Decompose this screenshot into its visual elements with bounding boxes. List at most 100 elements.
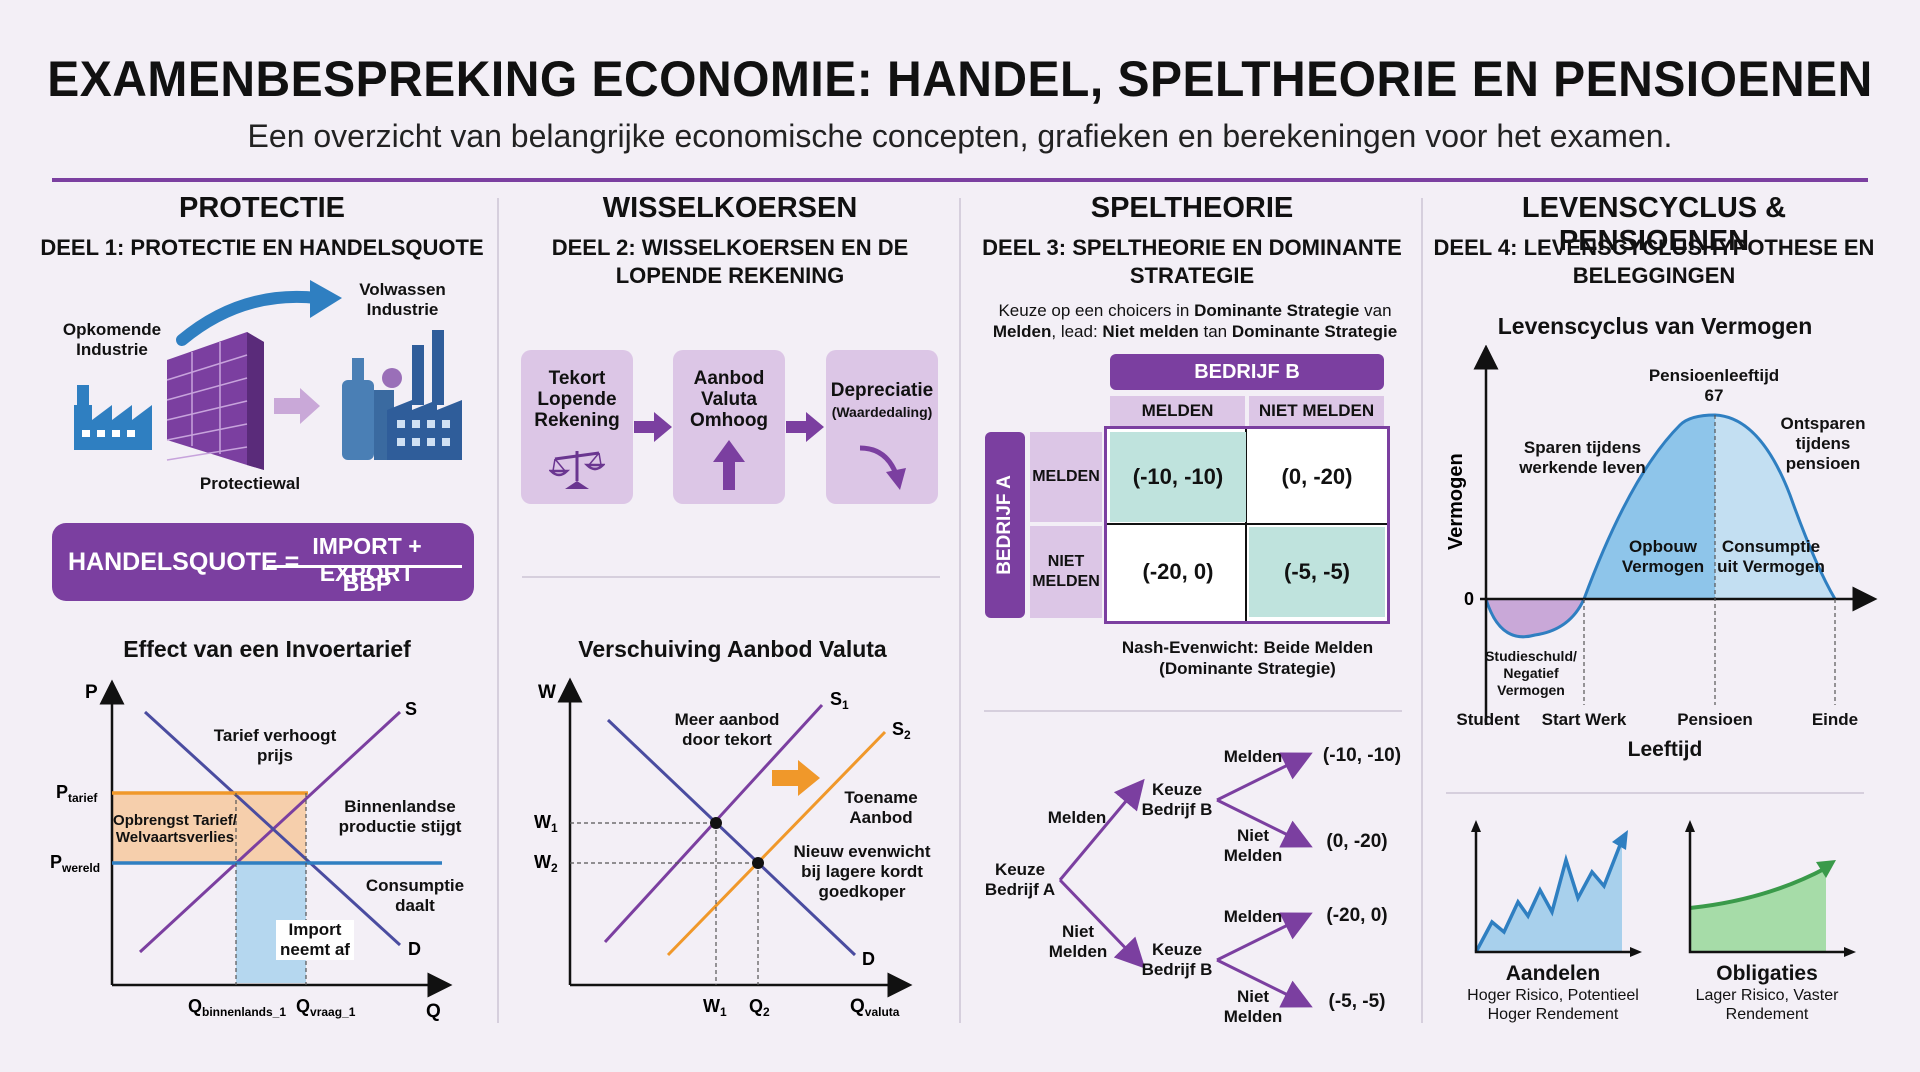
- payoff-cell: (-5, -5): [1249, 527, 1385, 617]
- nash-line: Nash-Evenwicht: Beide Melden: [1121, 638, 1374, 657]
- ann-ontsparen: Ontsparen tijdens pensioen: [1780, 414, 1866, 473]
- header-rule: [52, 178, 1868, 182]
- intro-text: van: [1359, 301, 1392, 320]
- bonds-title: Obligaties: [1716, 962, 1818, 985]
- x-tick-label: Start Werk: [1541, 710, 1627, 729]
- wealth-area-consumptie: [1715, 415, 1835, 599]
- flow-step-text: Aanbod Valuta Omhoog: [689, 368, 769, 431]
- supply-label: S: [405, 699, 417, 719]
- w1-label: W1: [534, 812, 558, 835]
- flow-step-depreciatie: Depreciatie (Waardedaling): [826, 350, 938, 504]
- intro-bold: Niet melden: [1102, 322, 1199, 341]
- y-axis-label: P: [85, 682, 98, 703]
- section-wisselkoersen: WISSELKOERSEN DEEL 2: WISSELKOERSEN EN D…: [500, 192, 960, 1032]
- q-w1-label: W1: [703, 996, 727, 1019]
- growth-arrow-head-icon: [310, 280, 342, 318]
- s2-label: S2: [892, 719, 911, 742]
- arrow-down-curve-icon: [859, 445, 906, 490]
- tree-node-b: Keuze Bedrijf B: [1141, 940, 1213, 979]
- flow-step-text: Depreciatie: [830, 380, 934, 401]
- nash-line: (Dominante Strategie): [1159, 659, 1336, 678]
- x-axis-label: Qvaluta: [850, 996, 900, 1019]
- equilibrium-2: [752, 857, 764, 869]
- payoff-matrix: (-10, -10) (0, -20) (-20, 0) (-5, -5): [1104, 426, 1390, 624]
- payoff-cell: (0, -20): [1281, 464, 1353, 489]
- column-divider: [497, 198, 499, 1023]
- currency-chart-title: Verschuiving Aanbod Valuta: [578, 636, 887, 662]
- section-title: SPELTHEORIE: [1090, 192, 1294, 224]
- intro-bold: Dominante Strategie: [1194, 301, 1360, 320]
- x-tick-label: Pensioen: [1677, 710, 1753, 729]
- mature-industry-label: Volwassen Industrie: [359, 280, 446, 319]
- formula-denominator: BBP: [342, 570, 392, 596]
- demand-line: [143, 710, 402, 947]
- tree-branch-label: Niet Melden: [1048, 922, 1108, 961]
- intro-text: Keuze op een choicers in: [998, 301, 1195, 320]
- section-title: LEVENSCYCLUS & PENSIOENEN: [1521, 192, 1787, 257]
- tree-leaf-label: Melden: [1223, 747, 1283, 766]
- section-divider: [984, 710, 1402, 712]
- flow-arrow-icon: [786, 412, 824, 442]
- page-title: EXAMENBESPREKING ECONOMIE: HANDEL, SPELT…: [47, 51, 1873, 107]
- ann-tarief: Tarief verhoogt prijs: [213, 726, 337, 765]
- ann-line: 67: [1704, 386, 1724, 405]
- debt-area: [1486, 599, 1584, 637]
- equilibrium-1: [710, 817, 722, 829]
- infant-industry-label: Opkomende Industrie: [62, 320, 162, 359]
- s1-label: S1: [830, 689, 849, 712]
- supply-line: [138, 710, 402, 954]
- section-subtitle: DEEL 3: SPELTHEORIE EN DOMINANTE STRATEG…: [982, 235, 1402, 288]
- stocks-chart-icon: [1471, 820, 1642, 957]
- q2-label: Qvraag_1: [296, 996, 356, 1019]
- matrix-col-header: NIET MELDEN: [1249, 396, 1384, 426]
- tariff-chart-title: Effect van een Invoertarief: [123, 636, 411, 662]
- flow-step-tekort: Tekort Lopende Rekening: [521, 350, 633, 504]
- ann-nieuw-evenwicht: Nieuw evenwicht bij lagere kordt goedkop…: [793, 842, 931, 901]
- ann-consumptie: Consumptie daalt: [365, 876, 465, 915]
- section-protectie: PROTECTIE DEEL 1: PROTECTIE EN HANDELSQU…: [32, 192, 492, 1032]
- growth-arrow-icon: [176, 290, 323, 346]
- factory-small-icon: [74, 385, 152, 450]
- q2-label: Q2: [749, 996, 770, 1019]
- factory-large-icon: [342, 330, 462, 460]
- balance-scale-icon: [549, 451, 605, 489]
- section-title: PROTECTIE: [179, 192, 345, 224]
- flow-step-text: Tekort Lopende Rekening: [534, 368, 620, 431]
- tree-payoff: (-10, -10): [1322, 745, 1402, 766]
- x-axis-label: Q: [426, 1001, 441, 1022]
- p-wereld-label: Pwereld: [50, 852, 100, 875]
- game-tree: [1058, 752, 1313, 1008]
- supply-line-s2: [666, 730, 887, 957]
- tree-branch-label: Melden: [1047, 808, 1107, 827]
- matrix-row-header: NIET MELDEN: [1030, 526, 1102, 618]
- demand-label: D: [862, 949, 875, 969]
- q1-label: Qbinnenlands_1: [188, 996, 286, 1019]
- matrix-row-player-bar: BEDRIJF A: [985, 432, 1025, 618]
- section-title: WISSELKOERSEN: [602, 192, 858, 224]
- tree-leaf-label: Melden: [1223, 907, 1283, 926]
- column-divider: [959, 198, 961, 1023]
- column-divider: [1421, 198, 1423, 1023]
- matrix-row-header: MELDEN: [1030, 432, 1102, 522]
- currency-chart: W Qvaluta S1 S2 D W1 W2 W1 Q2: [534, 677, 913, 1019]
- nash-equilibrium-note: Nash-Evenwicht: Beide Melden (Dominante …: [1100, 637, 1395, 679]
- protection-wall-icon: [166, 332, 264, 470]
- demand-label: D: [408, 939, 421, 959]
- x-tick-label: Einde: [1811, 710, 1859, 729]
- protection-illustration: [74, 280, 462, 470]
- section-subtitle: DEEL 4: LEVENSCYCLUSHYPOTHESE EN BELEGGI…: [1433, 235, 1875, 288]
- tree-leaf-label: Niet Melden: [1223, 826, 1283, 865]
- matrix-col-player: BEDRIJF B: [1110, 354, 1384, 390]
- payoff-cell: (-20, 0): [1142, 559, 1214, 584]
- ann-line: Pensioenleeftijd: [1648, 366, 1780, 385]
- y-axis-label: W: [538, 682, 556, 703]
- ann-toename: Toename Aanbod: [844, 788, 918, 827]
- x-axis-label: Leeftijd: [1627, 738, 1703, 761]
- tree-payoff: (-20, 0): [1326, 905, 1388, 926]
- intro-bold: Dominante Strategie: [1231, 322, 1398, 341]
- tariff-chart: P Q S D Ptarief Pwereld Qbinnenlands_1 Q…: [50, 679, 453, 1022]
- formula-lhs: HANDELSQUOTE =: [68, 548, 300, 576]
- intro-text: tan: [1198, 322, 1232, 341]
- wealth-area-opbouw: [1584, 415, 1715, 599]
- payoff-cell: (-10, -10): [1110, 432, 1246, 522]
